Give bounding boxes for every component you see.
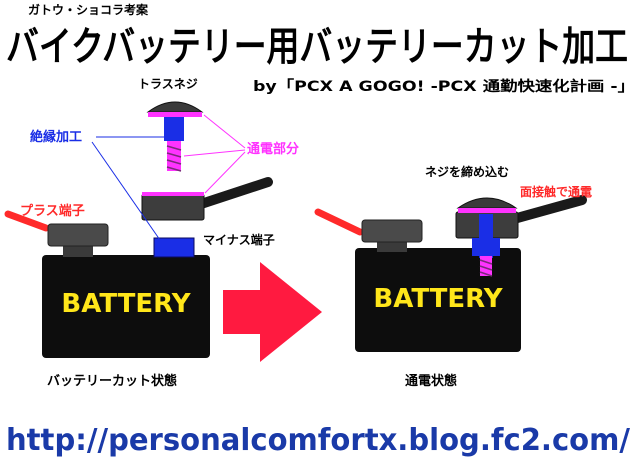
footer-url[interactable]: http://personalcomfortx.blog.fc2.com/ <box>6 423 630 458</box>
main-title: バイクバッテリー用バッテリーカット加工 <box>6 24 628 70</box>
label-minus-terminal: マイナス端子 <box>203 232 275 247</box>
label-insulation: 絶縁加工 <box>29 129 82 145</box>
label-tighten-screw: ネジを締め込む <box>425 164 509 179</box>
screw-head-underside <box>148 112 202 117</box>
leader-insulation-terminal <box>91 141 161 241</box>
right-battery-diagram: BATTERY <box>314 195 587 352</box>
left-battery-diagram: BATTERY <box>4 101 273 358</box>
caption-cut-state: バッテリーカット状態 <box>47 373 177 389</box>
screw-thread-lines-right <box>479 259 493 277</box>
plus-wire-left <box>4 210 50 232</box>
transition-arrow <box>223 262 322 362</box>
label-surface-contact: 面接触で通電 <box>520 184 592 199</box>
battery-label-right: BATTERY <box>373 284 503 314</box>
plus-terminal-cap-right <box>361 219 423 243</box>
minus-terminal-block-left <box>141 193 205 221</box>
minus-terminal-insulated <box>153 237 195 258</box>
minus-cable-right <box>505 195 587 225</box>
contact-surface-top <box>142 192 204 196</box>
leader-conduction-thread <box>183 149 246 157</box>
leader-conduction-head <box>203 114 246 149</box>
label-conduction-parts: 通電部分 <box>247 141 299 157</box>
label-truss-screw: トラスネジ <box>138 77 198 91</box>
screw-head-right <box>456 197 518 209</box>
screw-thread-lines <box>166 145 182 172</box>
screw-insulated-shaft <box>164 117 184 141</box>
plus-wire-right <box>314 208 364 236</box>
battery-body-right <box>355 248 521 352</box>
leader-conduction-block <box>204 151 246 194</box>
battery-body-left <box>42 255 210 358</box>
plus-terminal-cap-left <box>47 223 109 247</box>
credit-text: ガトウ・ショコラ考案 <box>28 2 149 17</box>
contact-surface-right <box>458 208 516 213</box>
byline-text: by「PCX A GOGO! -PCX 通勤快速化計画 -」 <box>253 78 635 95</box>
truss-screw-head <box>146 101 204 113</box>
battery-label-left: BATTERY <box>61 289 191 319</box>
screw-shaft-right <box>479 214 493 258</box>
label-plus-terminal: プラス端子 <box>20 203 85 219</box>
minus-cable-left <box>193 177 273 210</box>
caption-on-state: 通電状態 <box>405 373 457 389</box>
